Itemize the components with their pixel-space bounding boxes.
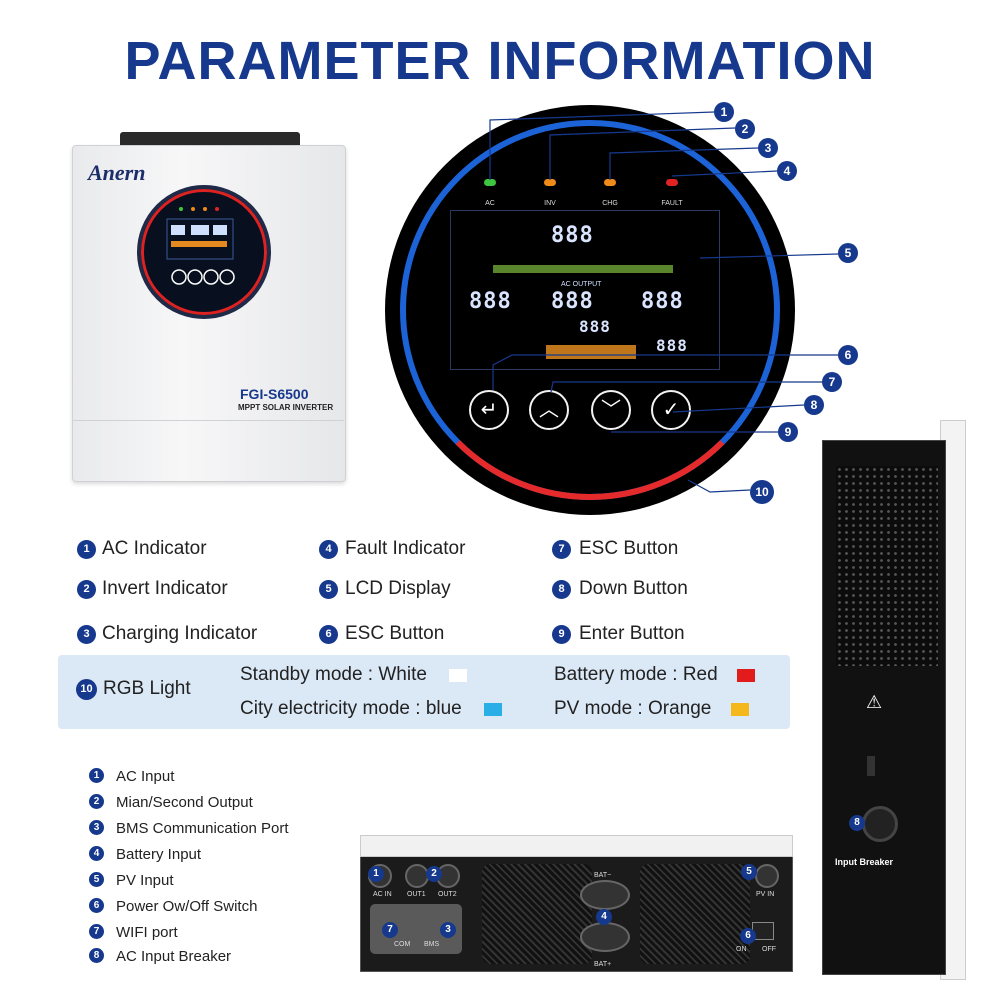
- bottom-callout-1: 1: [368, 866, 384, 882]
- lcd-digits-center: 888: [551, 289, 594, 314]
- side-vent-grill: [836, 466, 938, 666]
- input-breaker-label: Input Breaker: [835, 857, 894, 867]
- bat-plus-label: BAT+: [594, 961, 612, 968]
- callout-lines: [489, 111, 839, 493]
- divider: [72, 420, 344, 421]
- lcd-digits-top: 888: [551, 223, 594, 248]
- standby-mode-text: Standby mode : White: [240, 664, 427, 685]
- lcd-green-bar: [493, 265, 673, 273]
- callout-4: 4: [777, 161, 797, 181]
- rgb-ring-red: [400, 120, 780, 500]
- side-callout-8: 8: [849, 815, 865, 831]
- bat-minus-terminal: [580, 880, 630, 910]
- out1-label: OUT1: [407, 891, 426, 898]
- enter-button[interactable]: ✓: [651, 390, 691, 430]
- out2-label: OUT2: [438, 891, 457, 898]
- on-label: ON: [736, 946, 747, 953]
- pv-in-label: PV IN: [756, 891, 775, 898]
- bottom-callout-2: 2: [426, 866, 442, 882]
- bottom-callout-5: 5: [741, 864, 757, 880]
- blue-swatch: [484, 703, 502, 716]
- callout-2: 2: [735, 119, 755, 139]
- pv-mode-text: PV mode : Orange: [554, 698, 712, 719]
- white-swatch: [449, 669, 467, 682]
- lcd-display: 888 888 888 888 888 888 AC OUTPUT: [450, 210, 720, 370]
- ac-indicator-led: [484, 179, 496, 186]
- inv-indicator-led: [544, 179, 556, 186]
- callout-5: 5: [838, 243, 858, 263]
- callout-3: 3: [758, 138, 778, 158]
- cooling-fan-right: [640, 864, 750, 964]
- rgb-light-panel: [58, 655, 790, 729]
- return-icon: ↵: [480, 399, 498, 421]
- esc-button[interactable]: ↵: [469, 390, 509, 430]
- down-button[interactable]: ﹀: [591, 390, 631, 430]
- callout-9: 9: [778, 422, 798, 442]
- bottom-callout-3: 3: [440, 922, 456, 938]
- callout-8: 8: [804, 395, 824, 415]
- lcd-digits-freq: 888: [579, 317, 611, 336]
- warning-icon: ⚠: [866, 692, 883, 712]
- off-label: OFF: [762, 946, 776, 953]
- bat-plus-terminal: [580, 922, 630, 952]
- indicator-row: AC INV CHG FAULT: [470, 176, 683, 216]
- side-slot: [867, 756, 875, 776]
- inverter-small-display: [137, 185, 271, 319]
- input-breaker[interactable]: [862, 806, 898, 842]
- ac-in-label: AC IN: [373, 891, 392, 898]
- up-button[interactable]: ︿: [529, 390, 569, 430]
- lcd-digits-right: 888: [641, 289, 684, 314]
- chg-indicator-led: [604, 179, 616, 186]
- orange-swatch: [731, 703, 749, 716]
- lcd-digits-left: 888: [469, 289, 512, 314]
- brand-logo: Anern: [88, 160, 146, 185]
- bottom-callout-6: 6: [740, 928, 756, 944]
- rgb-light-label: RGB Light: [103, 678, 191, 699]
- model-name: FGI-S6500: [240, 386, 309, 402]
- callout-10: 10: [750, 480, 774, 504]
- cooling-fan-left: [482, 864, 592, 964]
- battery-mode-text: Battery mode : Red: [554, 664, 718, 685]
- chevron-up-icon: ︿: [539, 399, 559, 421]
- fault-indicator-label: FAULT: [661, 200, 683, 207]
- red-swatch: [737, 669, 755, 682]
- com-label: COM: [394, 941, 411, 948]
- rgb-number: 10: [76, 679, 97, 700]
- chevron-down-icon: ﹀: [601, 399, 621, 421]
- lcd-ac-output-label: AC OUTPUT: [561, 281, 602, 288]
- out1-port: [405, 864, 429, 888]
- check-icon: ✓: [662, 399, 680, 421]
- callout-1: 1: [714, 102, 734, 122]
- bottom-callout-4: 4: [596, 909, 612, 925]
- chg-indicator-label: CHG: [602, 200, 618, 207]
- inverter-bottom-edge: [360, 835, 793, 857]
- bat-minus-label: BAT−: [594, 872, 612, 879]
- callout-7: 7: [822, 372, 842, 392]
- pv-in-port: [755, 864, 779, 888]
- ac-indicator-label: AC: [485, 200, 495, 207]
- inv-indicator-label: INV: [544, 200, 556, 207]
- lcd-digits-power: 888: [656, 336, 688, 355]
- callout-6: 6: [838, 345, 858, 365]
- city-mode-text: City electricity mode : blue: [240, 698, 462, 719]
- page-title: PARAMETER INFORMATION: [124, 31, 876, 91]
- bms-label: BMS: [424, 941, 440, 948]
- fault-indicator-led: [666, 179, 678, 186]
- bottom-callout-7: 7: [382, 922, 398, 938]
- model-subtitle: MPPT SOLAR INVERTER: [238, 403, 334, 412]
